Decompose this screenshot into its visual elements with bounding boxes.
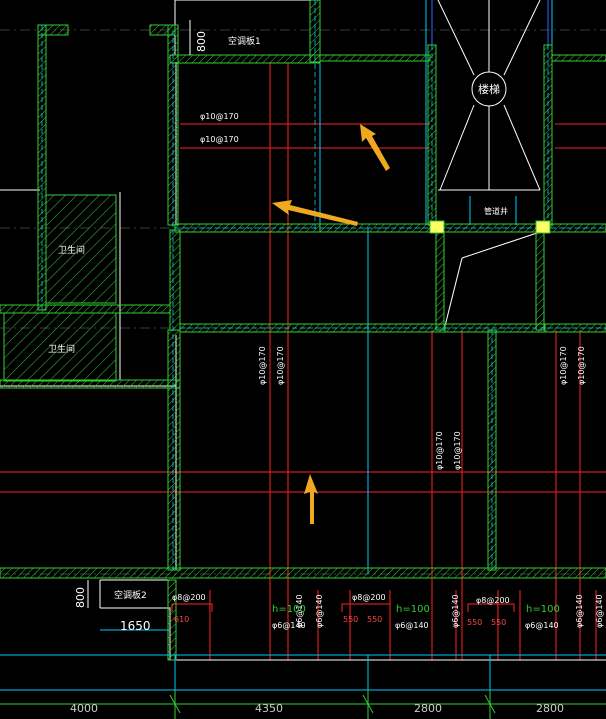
arrow-3	[304, 474, 318, 524]
rebar-mid-v2: φ10@170	[276, 346, 285, 385]
rebar-right-v1: φ10@170	[559, 346, 568, 385]
rebar-mid-v4: φ10@170	[453, 431, 462, 470]
rebar-bottom-7: φ6@140	[295, 594, 304, 628]
rebar-top-1: φ10@170	[200, 112, 239, 121]
rebar-bottom-10: φ6@140	[575, 594, 584, 628]
rebar-right-v2: φ10@170	[577, 346, 586, 385]
label-bathroom-2: 卫生间	[48, 343, 75, 355]
label-stair: 楼梯	[478, 82, 500, 96]
arrows	[272, 124, 390, 524]
bathroom-hatch-1	[45, 194, 117, 304]
rebar-bottom-4: φ6@140	[272, 621, 306, 630]
rebar-lines	[0, 62, 606, 660]
rebar-mid-v3: φ10@170	[435, 431, 444, 470]
label-pipe-shaft: 管道井	[484, 206, 508, 216]
bathroom-hatch-2	[3, 312, 117, 382]
bottom-markers	[171, 603, 515, 612]
dimension-ticks	[0, 20, 606, 719]
blue-lines	[431, 0, 549, 45]
rebar-bottom-2: φ8@200	[352, 593, 386, 602]
dim-1650: 1650	[120, 619, 151, 633]
rebar-bottom-8: φ6@140	[315, 594, 324, 628]
label-ac-board-2: 空调板2	[114, 589, 147, 601]
label-ac-board-1: 空调板1	[228, 35, 261, 47]
rebar-bottom-3: φ8@200	[476, 596, 510, 605]
h-label-3: h=100	[526, 604, 560, 615]
axis-dim-4000: 4000	[70, 702, 98, 715]
rebar-bottom-6: φ6@140	[525, 621, 559, 630]
rebar-bottom-9: φ6@140	[451, 594, 460, 628]
rebar-bottom-1: φ8@200	[172, 593, 206, 602]
dim-800-bottom: 800	[74, 587, 87, 608]
rebar-top-2: φ10@170	[200, 135, 239, 144]
num-550-2: 550	[367, 615, 382, 624]
rebar-bottom-5: φ6@140	[395, 621, 429, 630]
rebar-bottom-11: φ6@140	[595, 594, 604, 628]
axis-dim-2800-1: 2800	[414, 702, 442, 715]
dim-800-top: 800	[195, 31, 208, 52]
stair-lines	[437, 0, 541, 327]
num-550-4: 550	[491, 618, 506, 627]
axis-dim-4350: 4350	[255, 702, 283, 715]
column-right	[535, 220, 551, 234]
h-label-2: h=100	[396, 604, 430, 615]
arrow-2	[272, 200, 358, 226]
arrow-1	[360, 124, 390, 171]
num-550-3: 550	[467, 618, 482, 627]
h-label-1: h=100	[272, 604, 306, 615]
num-550-1: 550	[343, 615, 358, 624]
column-left	[429, 220, 445, 234]
rebar-mid-v1: φ10@170	[258, 346, 267, 385]
stair-symbol	[471, 71, 507, 107]
label-bathroom-1: 卫生间	[58, 244, 85, 256]
num-610: 610	[174, 615, 189, 624]
axis-dim-2800-2: 2800	[536, 702, 564, 715]
wall-centerlines	[41, 0, 606, 570]
